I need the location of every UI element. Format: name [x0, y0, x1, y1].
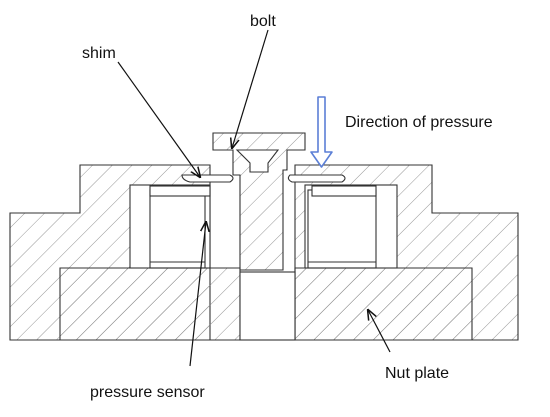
- nut-plate: [59, 267, 241, 341]
- bolt-leader: [232, 29, 269, 148]
- nut-plate-right: [294, 267, 473, 341]
- shim-left: [181, 174, 234, 183]
- pressure-sensor-label: pressure sensor: [90, 384, 205, 401]
- nut-plate-bore: [239, 271, 296, 341]
- shim-leader: [117, 61, 200, 177]
- sensor-leader: [189, 222, 206, 367]
- sensor-top-plate-right: [311, 185, 377, 197]
- down-arrow-icon: [310, 96, 333, 168]
- sensor-cavity-right: [304, 184, 398, 269]
- pressure-arrow: [310, 96, 333, 168]
- bolt-label: bolt: [250, 13, 276, 30]
- sensor-cavity-left: [129, 184, 211, 269]
- nut-plate-label: Nut plate: [385, 365, 449, 382]
- bolt-socket: [235, 149, 280, 173]
- shim-label: shim: [82, 45, 116, 62]
- nut-plate-leader: [368, 310, 391, 353]
- sensor-top-plate-left: [149, 185, 211, 197]
- direction-label: Direction of pressure: [345, 114, 493, 131]
- shim-right: [287, 174, 346, 183]
